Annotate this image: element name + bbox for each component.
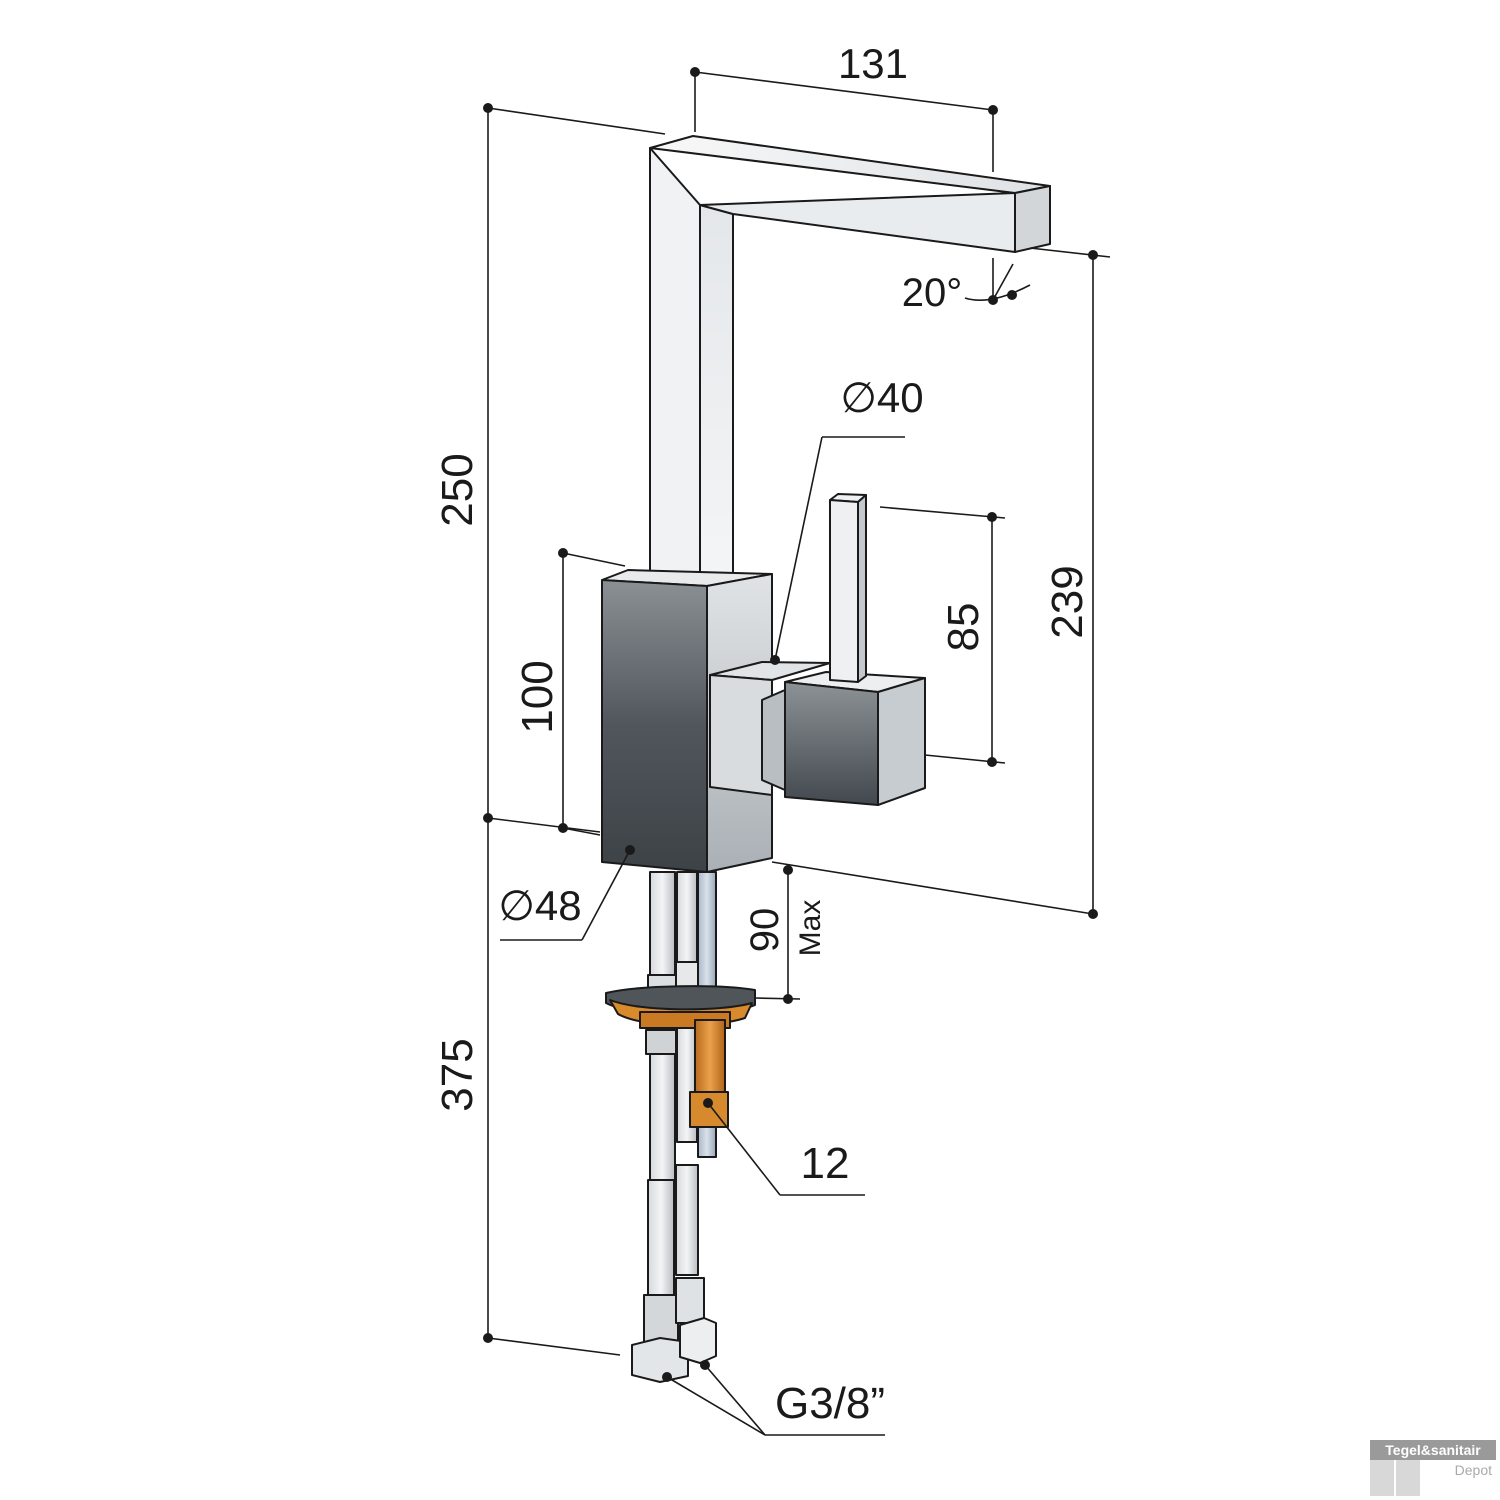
- supply-hoses-lower: [631, 1164, 717, 1383]
- dim-angle: 20°: [902, 271, 963, 315]
- dim-spout-reach: 131: [838, 40, 908, 87]
- spout-arm: [649, 135, 1051, 253]
- logo-bottom: Depot: [1370, 1460, 1496, 1496]
- dim-total-height: 250: [433, 453, 482, 526]
- dim-max-label: Max: [794, 900, 827, 957]
- dim-threaded-rod: 12: [801, 1139, 850, 1188]
- handle-block: [784, 671, 926, 806]
- logo-sub: Depot: [1454, 1462, 1492, 1478]
- lever: [829, 493, 867, 683]
- dim-outlet-height: 239: [1043, 565, 1092, 638]
- dim-connection: G3/8”: [775, 1379, 885, 1428]
- spout-column: [649, 147, 734, 579]
- dim-body-height: 100: [513, 660, 562, 733]
- logo-tile-icon: [1396, 1460, 1420, 1496]
- dim-lever-height: 85: [939, 603, 988, 652]
- dim-handle-square: ∅40: [840, 374, 923, 421]
- dim-hose-length: 375: [433, 1038, 482, 1111]
- dim-body-square: ∅48: [498, 882, 581, 929]
- mounting-bracket: [605, 985, 756, 1128]
- logo-drop-icon: [1370, 1460, 1394, 1496]
- faucet: [601, 135, 1051, 1383]
- dimension-labels: 131 20° ∅40 250 239 100 85 ∅48 90 Max 37…: [433, 40, 1092, 1428]
- cartridge-housing: [709, 661, 831, 796]
- logo-name: Tegel&sanitair: [1370, 1440, 1496, 1460]
- dim-max-deck: 90: [743, 908, 787, 953]
- brand-logo: Tegel&sanitair Depot: [1370, 1440, 1496, 1496]
- dimension-lines: [483, 67, 1111, 1436]
